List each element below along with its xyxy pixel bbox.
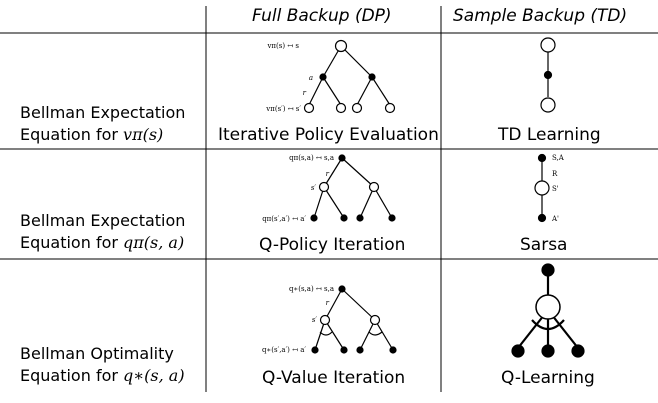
row1-label: Bellman Expectation Equation for vπ(s) <box>20 102 185 146</box>
dp-tree-row1 <box>303 39 396 114</box>
dp-row1-reward-label: r <box>303 89 307 97</box>
dp-tree-row3 <box>311 285 397 354</box>
row2-label-line1: Bellman Expectation <box>20 211 186 230</box>
td-chain-row2 <box>534 153 550 223</box>
row1-label-math: vπ(s) <box>123 125 164 144</box>
row2-label: Bellman Expectation Equation for qπ(s, a… <box>20 210 185 254</box>
row2-label-prefix: Equation for <box>20 233 124 252</box>
dp-row3-reward-label: r <box>326 299 330 307</box>
td-chain-row1 <box>540 37 556 113</box>
row3-label-line2: Equation for q∗(s, a) <box>20 365 185 387</box>
caption-q-learning: Q-Learning <box>501 368 595 388</box>
td-row2-bottom-label: A' <box>551 215 559 223</box>
caption-sarsa: Sarsa <box>520 235 568 255</box>
dp-row1-top-label: vπ(s) ↤ s <box>266 42 299 50</box>
column-header-full-backup: Full Backup (DP) <box>252 6 392 26</box>
row2-label-line2: Equation for qπ(s, a) <box>20 232 185 254</box>
dp-row3-bottom-label: q∗(s′,a′) ↤ a′ <box>262 346 306 354</box>
dp-row2-state-label: s′ <box>311 184 317 192</box>
row1-label-prefix: Equation for <box>20 125 124 144</box>
row1-label-line1: Bellman Expectation <box>20 103 186 122</box>
row1-label-line2: Equation for vπ(s) <box>20 124 185 146</box>
dp-row3-top-label: q∗(s,a) ↤ s,a <box>289 285 334 293</box>
dp-tree-row2 <box>310 154 396 222</box>
td-fan-row3 <box>511 263 585 358</box>
row3-label-math: q∗(s, a) <box>123 366 185 385</box>
dp-row1-action-label: a <box>309 74 313 82</box>
caption-q-policy-iteration: Q-Policy Iteration <box>259 235 406 255</box>
row2-label-math: qπ(s, a) <box>123 233 185 252</box>
dp-row2-bottom-label: qπ(s′,a′) ↤ a′ <box>262 215 306 223</box>
column-header-sample-backup: Sample Backup (TD) <box>453 6 628 26</box>
caption-iterative-policy-evaluation: Iterative Policy Evaluation <box>218 125 439 145</box>
dp-row1-bottom-label: vπ(s′) ↤ s′ <box>265 105 301 113</box>
caption-td-learning: TD Learning <box>498 125 601 145</box>
td-row2-state-label: S' <box>552 185 559 193</box>
row3-label-line1: Bellman Optimality <box>20 344 174 363</box>
td-row2-reward-label: R <box>552 170 558 178</box>
dp-row3-state-label: s′ <box>312 316 318 324</box>
row3-label: Bellman Optimality Equation for q∗(s, a) <box>20 343 185 387</box>
dp-row2-reward-label: r <box>326 170 330 178</box>
td-row2-top-label: S,A <box>552 154 565 162</box>
caption-q-value-iteration: Q-Value Iteration <box>262 368 406 388</box>
dp-row2-top-label: qπ(s,a) ↤ s,a <box>289 154 334 162</box>
row3-label-prefix: Equation for <box>20 366 124 385</box>
